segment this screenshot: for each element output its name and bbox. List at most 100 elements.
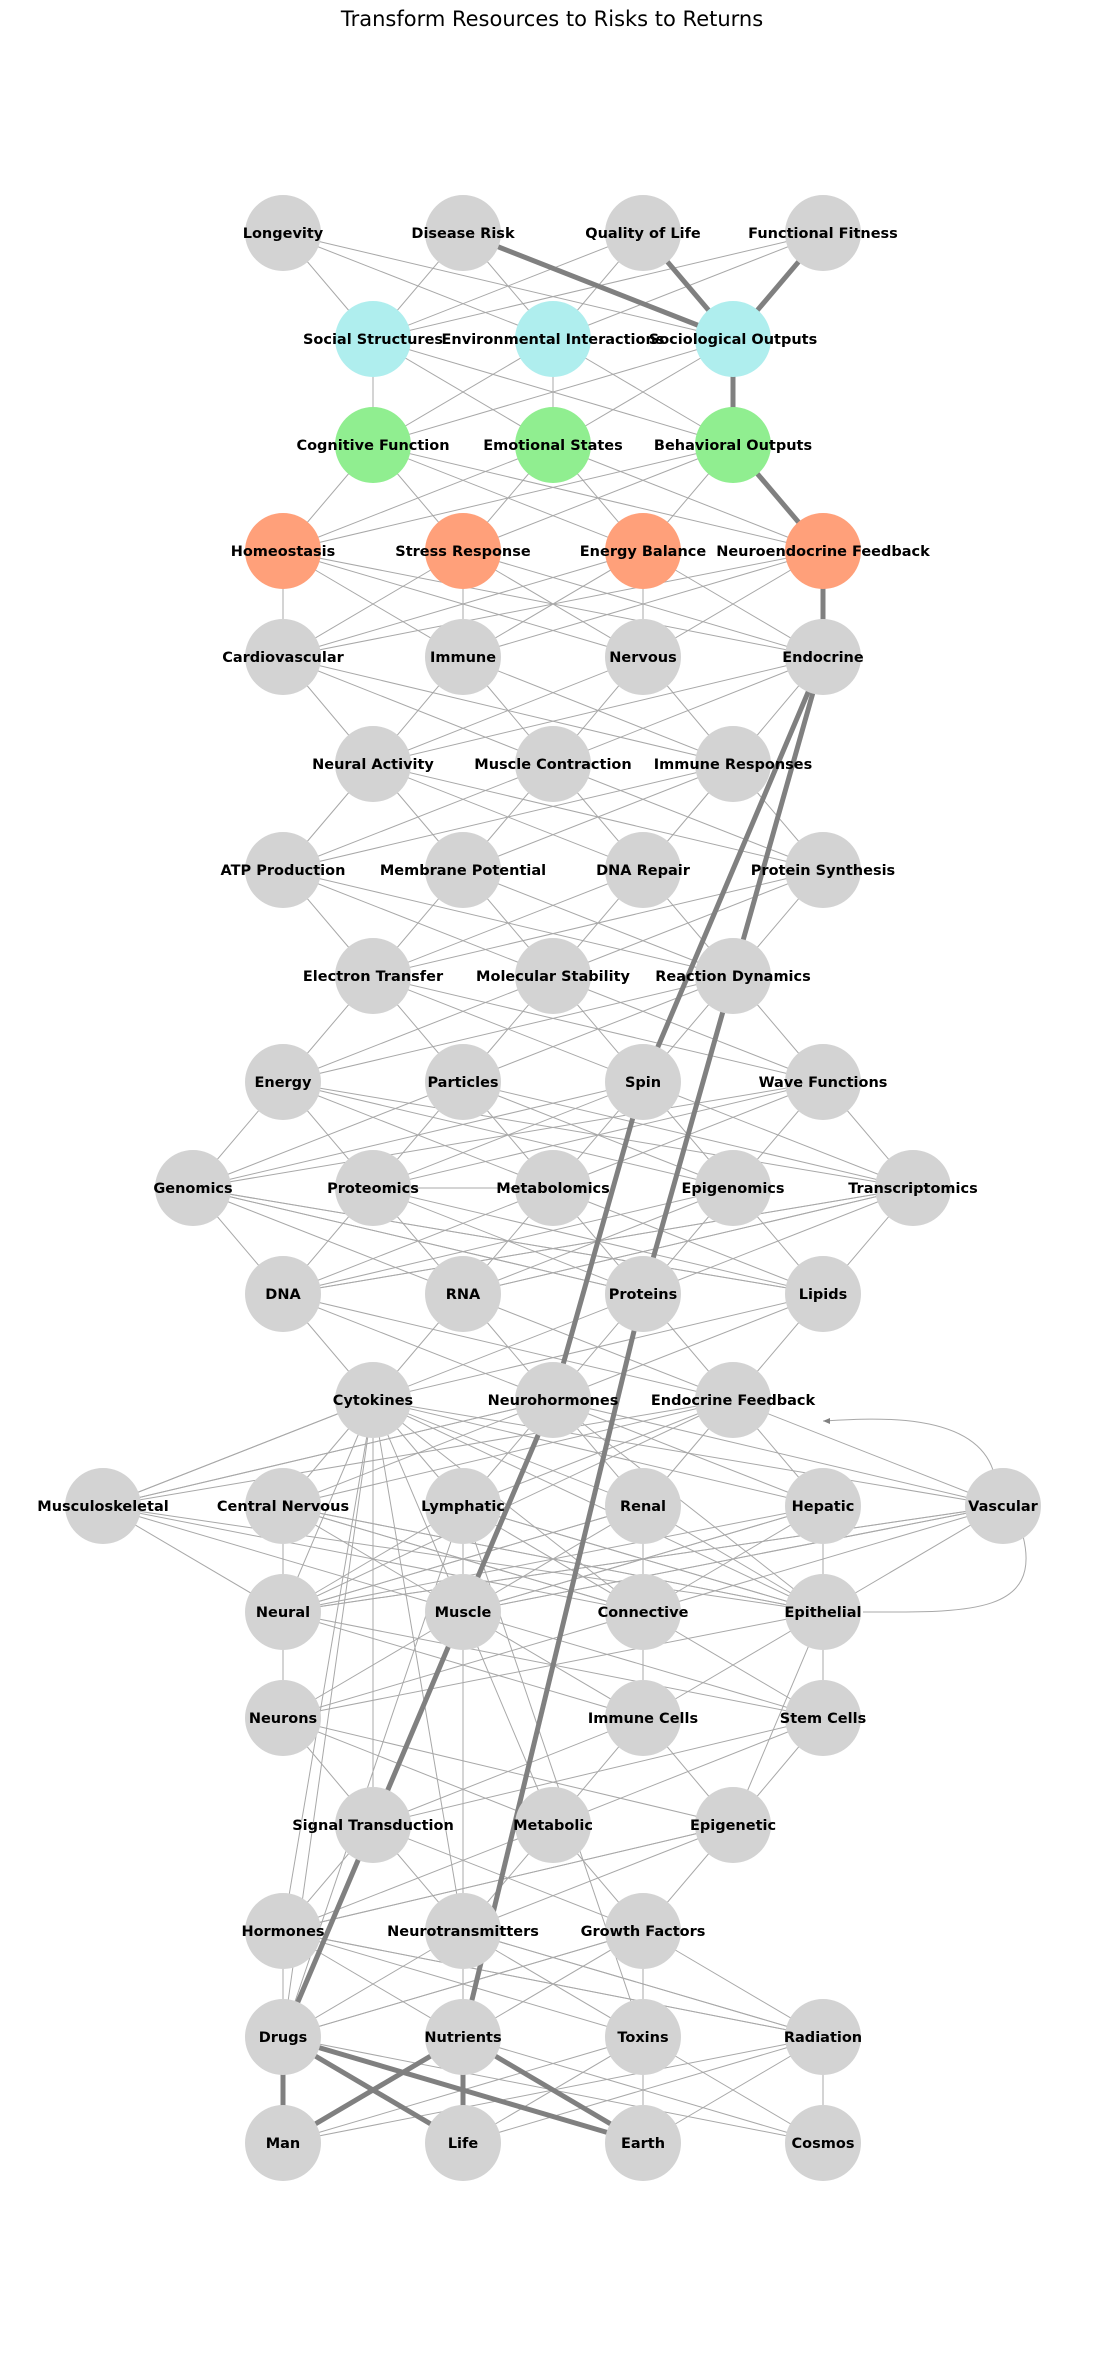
node-label: Central Nervous: [217, 1499, 349, 1515]
node-epigenetic: Epigenetic: [690, 1787, 776, 1863]
node-genomics: Genomics: [153, 1150, 233, 1226]
node-circle: [245, 1468, 321, 1544]
node-endocrine: Endocrine: [782, 619, 864, 695]
node-circle: [965, 1468, 1041, 1544]
node-social-structures: Social Structures: [303, 301, 443, 377]
edge-behavioral_outputs-social_structures: [372, 338, 734, 446]
node-hormones: Hormones: [241, 1893, 325, 1969]
node-energy: Energy: [245, 1044, 321, 1120]
edge-neuroendocrine_feedback-emotional_states: [552, 444, 824, 552]
node-circle: [245, 513, 321, 589]
node-circle: [245, 1893, 321, 1969]
node-epithelial: Epithelial: [784, 1574, 862, 1650]
node-growth-factors: Growth Factors: [581, 1893, 705, 1969]
node-label: Neuroendocrine Feedback: [716, 544, 930, 560]
bold-edge-earth-drugs: [282, 2034, 644, 2146]
node-circle: [425, 619, 501, 695]
node-label: Stress Response: [395, 544, 531, 560]
node-toxins: Toxins: [605, 1999, 681, 2075]
node-circle: [605, 1574, 681, 1650]
node-circle: [515, 726, 591, 802]
node-circle: [245, 1044, 321, 1120]
node-circle: [515, 1362, 591, 1438]
node-particles: Particles: [425, 1044, 501, 1120]
edge-rna-genomics: [192, 1187, 464, 1295]
node-circle: [605, 1999, 681, 2075]
node-circle: [605, 195, 681, 271]
node-label: Nutrients: [424, 2030, 501, 2046]
node-hepatic: Hepatic: [785, 1468, 861, 1544]
node-disease-risk: Disease Risk: [411, 195, 515, 271]
node-label: Muscle: [435, 1605, 492, 1621]
node-circle: [695, 1150, 771, 1226]
edge-endocrine_feedback-dna: [282, 1293, 734, 1401]
node-label: Metabolomics: [496, 1181, 610, 1197]
node-label: Hormones: [241, 1924, 324, 1940]
node-behavioral-outputs: Behavioral Outputs: [654, 407, 812, 483]
node-cytokines: Cytokines: [333, 1362, 413, 1438]
edge-immune_responses-cardiovascular: [282, 656, 734, 765]
edge-central_nervous-epithelial: [282, 1505, 824, 1613]
node-label: Neural Activity: [312, 757, 434, 773]
node-label: Proteomics: [327, 1181, 419, 1197]
edge-reaction_dynamics-membrane_potential: [462, 869, 734, 977]
node-cosmos: Cosmos: [785, 2105, 861, 2181]
node-label: Sociological Outputs: [649, 332, 817, 348]
node-longevity: Longevity: [243, 195, 324, 271]
edge-radiation-neurotransmitters: [462, 1930, 824, 2038]
node-label: Functional Fitness: [748, 226, 898, 242]
node-neural: Neural: [245, 1574, 321, 1650]
node-circle: [245, 195, 321, 271]
node-label: Drugs: [259, 2030, 308, 2046]
node-label: Neurohormones: [488, 1393, 619, 1409]
node-sociological-outputs: Sociological Outputs: [649, 301, 817, 377]
node-label: Toxins: [617, 2030, 668, 2046]
edge-cytokines-epithelial: [372, 1399, 824, 1613]
node-label: Nervous: [609, 650, 677, 666]
node-circle: [245, 1999, 321, 2075]
node-circle: [245, 2105, 321, 2181]
node-label: Epithelial: [784, 1605, 861, 1621]
edge-vascular-neural: [282, 1505, 1004, 1613]
node-label: Stem Cells: [780, 1711, 866, 1727]
node-circle: [245, 1680, 321, 1756]
node-circle: [605, 1044, 681, 1120]
node-label: Vascular: [968, 1499, 1039, 1515]
node-metabolomics: Metabolomics: [496, 1150, 610, 1226]
node-label: Endocrine: [782, 650, 864, 666]
node-circle: [335, 1150, 411, 1226]
edge-spin-electron_transfer: [372, 975, 644, 1083]
node-label: Musculoskeletal: [37, 1499, 168, 1515]
edge-wave_functions-electron_transfer: [372, 975, 824, 1083]
edge-metabolomics-energy: [282, 1081, 554, 1189]
node-label: Longevity: [243, 226, 324, 242]
node-circle: [425, 2105, 501, 2181]
node-neural-activity: Neural Activity: [312, 726, 434, 802]
node-label: Cognitive Function: [296, 438, 449, 454]
node-label: RNA: [446, 1287, 481, 1303]
node-circle: [695, 301, 771, 377]
bold-edge-muscle-neurohormones: [460, 1399, 556, 1613]
node-label: Immune: [430, 650, 496, 666]
node-label: Emotional States: [483, 438, 623, 454]
edge-dna_repair-neural_activity: [372, 763, 644, 871]
edge-neurohormones-epithelial: [552, 1399, 824, 1613]
node-nervous: Nervous: [605, 619, 681, 695]
node-electron-transfer: Electron Transfer: [303, 938, 444, 1014]
node-label: Endocrine Feedback: [651, 1393, 816, 1409]
node-reaction-dynamics: Reaction Dynamics: [655, 938, 811, 1014]
node-circle: [785, 1044, 861, 1120]
node-circle: [695, 726, 771, 802]
node-circle: [515, 301, 591, 377]
edge-endocrine-stress_response: [462, 550, 824, 658]
edge-metabolic-neurons: [282, 1717, 554, 1826]
node-label: Man: [266, 2136, 301, 2152]
node-musculoskeletal: Musculoskeletal: [37, 1468, 169, 1544]
node-dna: DNA: [245, 1256, 321, 1332]
edge-vascular-neurohormones: [552, 1399, 1004, 1507]
node-label: Energy Balance: [580, 544, 707, 560]
node-circle: [785, 1468, 861, 1544]
node-circle: [425, 513, 501, 589]
node-circle: [785, 832, 861, 908]
edge-protein_synthesis-muscle_contraction: [552, 763, 824, 871]
